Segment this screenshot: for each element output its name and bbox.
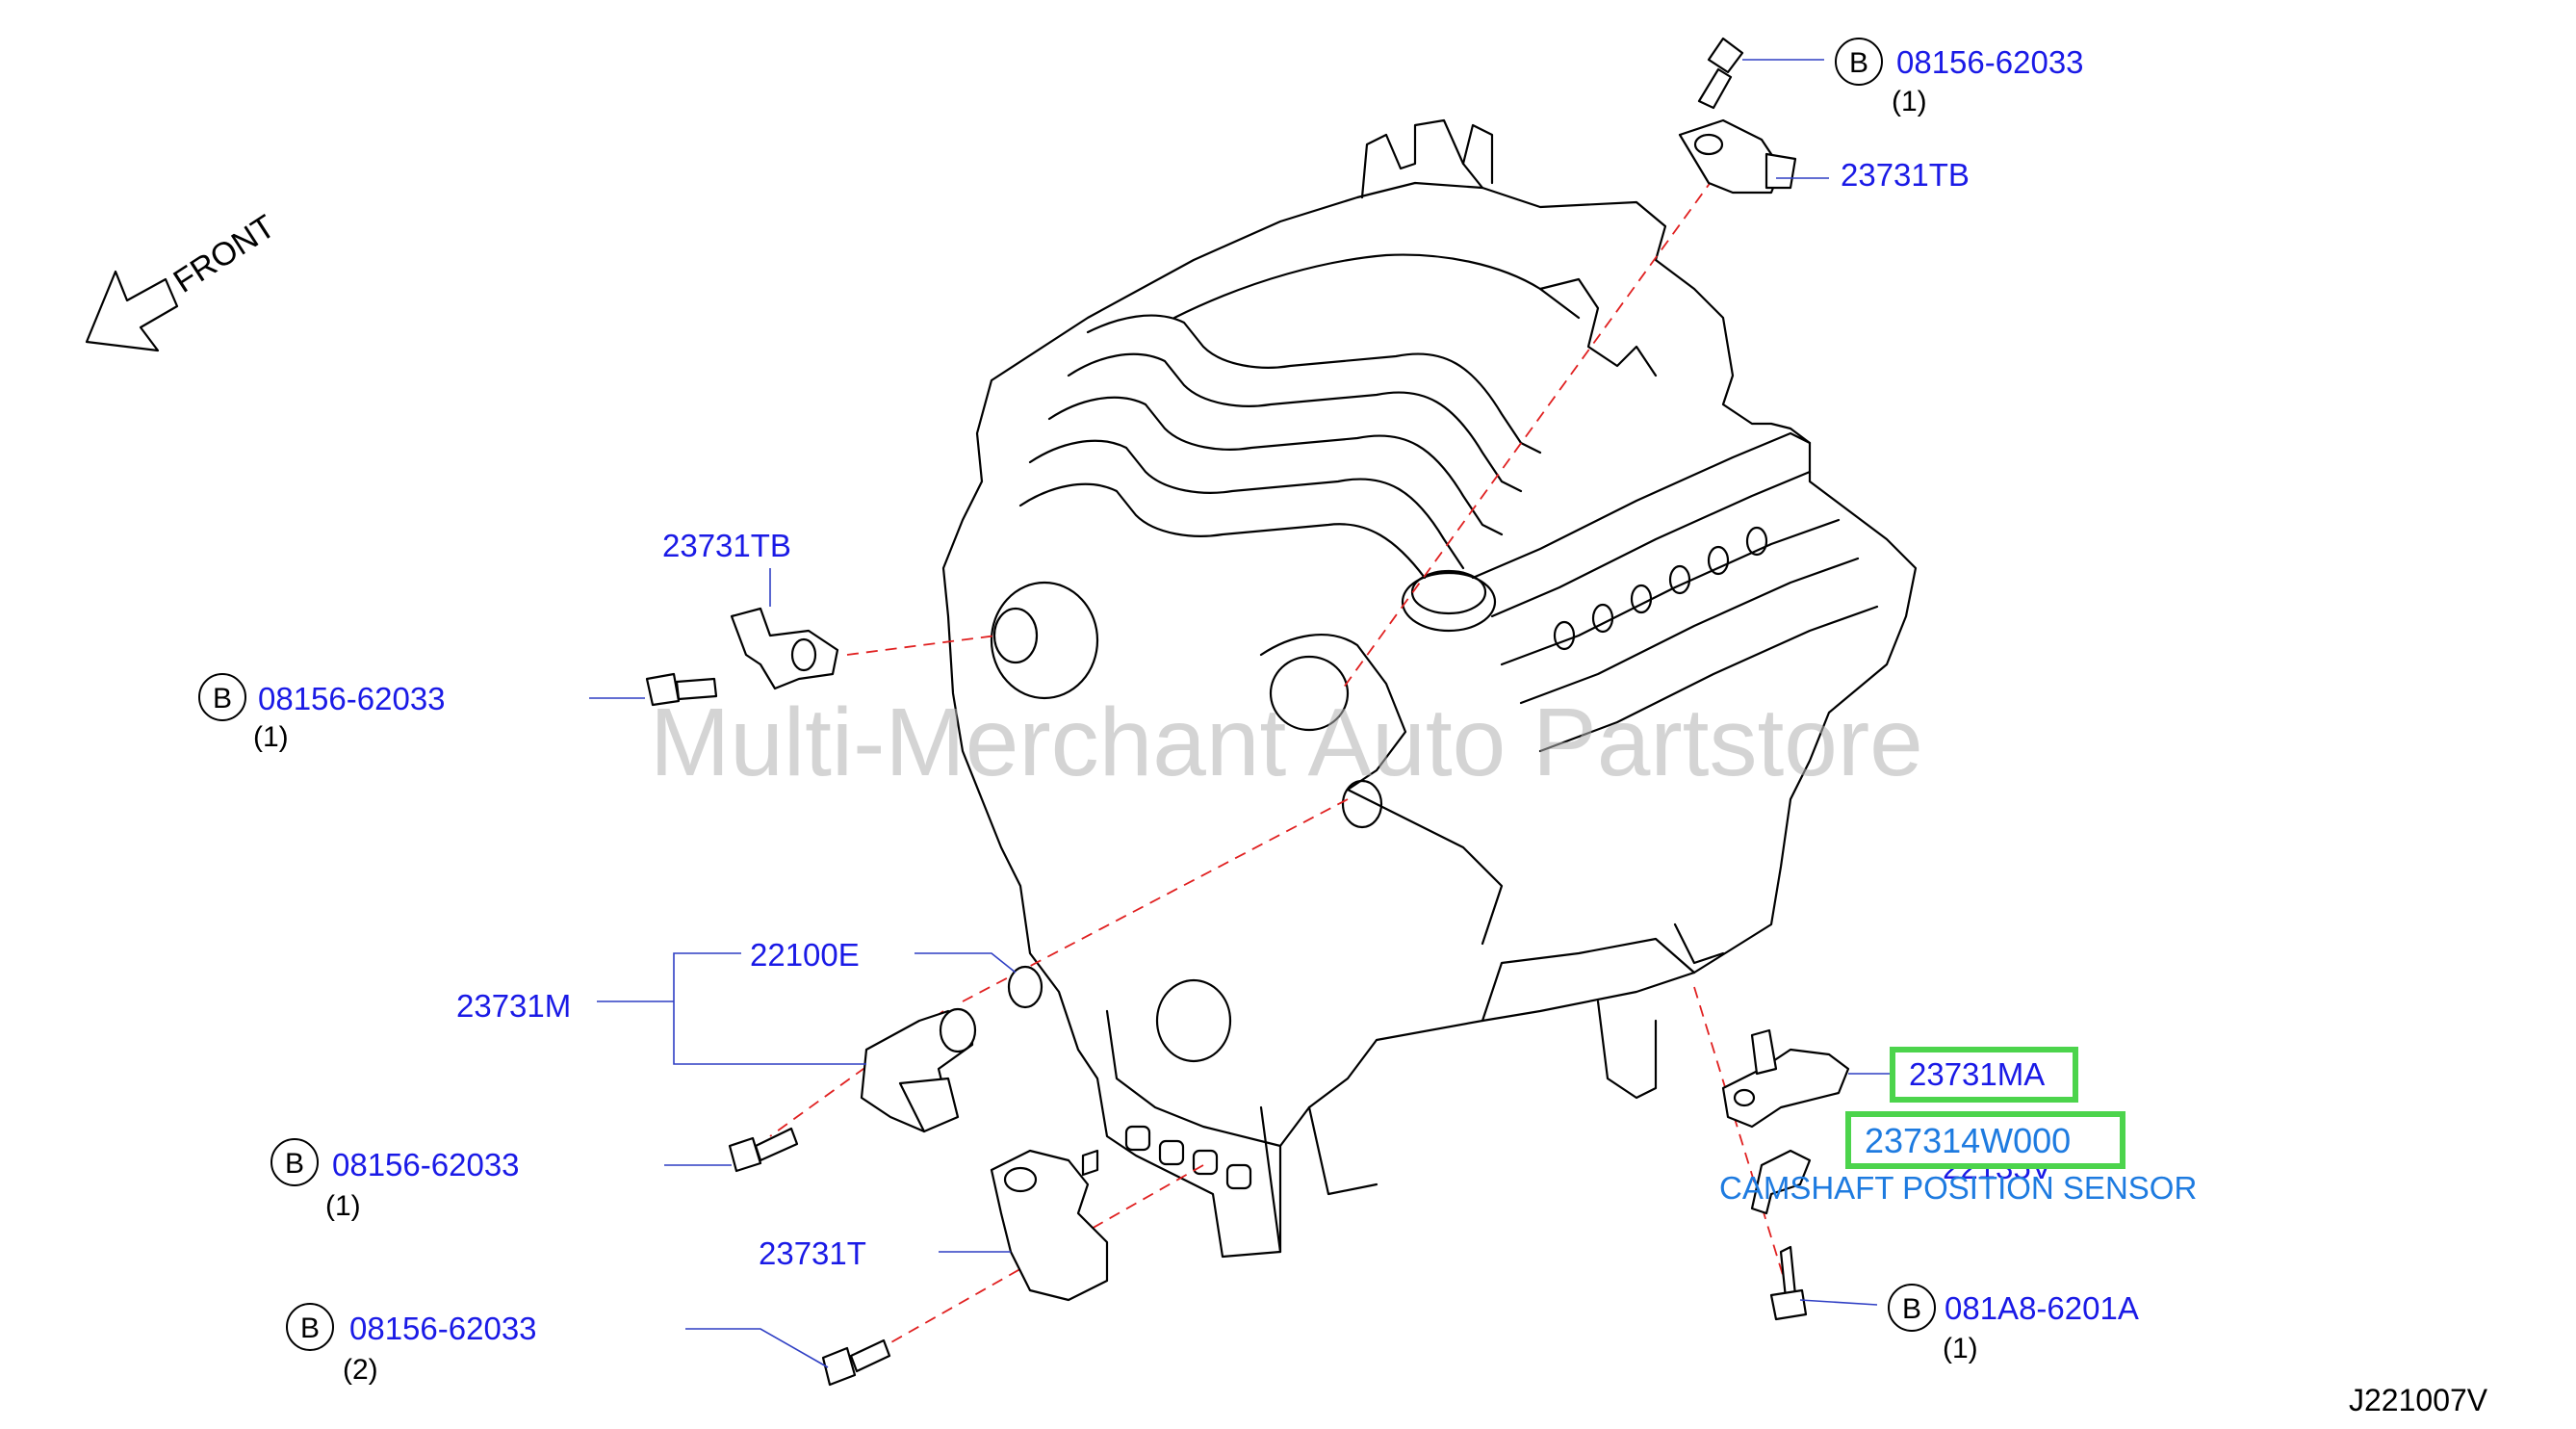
- sensor-m-icon: [860, 1007, 977, 1133]
- oring-icon: [1007, 965, 1043, 1009]
- badge-bolt-mid: B: [270, 1138, 319, 1186]
- part-number-sensor-ma[interactable]: 23731MA: [1909, 1056, 2045, 1092]
- part-number-bolt-mid[interactable]: 08156-62033: [332, 1147, 520, 1182]
- part-number-bolt-left[interactable]: 08156-62033: [258, 681, 446, 716]
- svg-text:B: B: [213, 683, 232, 714]
- sensor-left-icon: [730, 607, 839, 690]
- qty-bolt-bottom: (2): [343, 1354, 378, 1386]
- part-number-oring[interactable]: 22100E: [750, 937, 860, 973]
- badge-bolt-right: B: [1888, 1284, 1936, 1332]
- badge-bolt-left: B: [198, 673, 246, 721]
- engine-illustration: [941, 118, 1918, 1259]
- part-number-sensor-group[interactable]: 23731M: [456, 988, 571, 1024]
- bolt-mid-icon: [728, 1127, 799, 1173]
- part-number-bolt-top[interactable]: 08156-62033: [1896, 44, 2084, 80]
- qty-bolt-left: (1): [253, 721, 289, 753]
- part-number-bolt-bottom[interactable]: 08156-62033: [349, 1311, 537, 1346]
- qty-bolt-top: (1): [1892, 86, 1927, 117]
- leader-lines: [589, 59, 1892, 1368]
- svg-text:B: B: [1849, 47, 1868, 79]
- bolt-right-icon: [1769, 1245, 1808, 1321]
- svg-text:B: B: [300, 1312, 320, 1344]
- alignment-lines: [769, 177, 1791, 1368]
- part-description: CAMSHAFT POSITION SENSOR: [1719, 1170, 2197, 1206]
- sensor-ma-icon: [1721, 1028, 1850, 1129]
- bracket-icon: [1750, 1149, 1812, 1215]
- sensor-t-icon: [990, 1149, 1109, 1302]
- svg-text:B: B: [285, 1148, 304, 1180]
- part-number-sensor-t[interactable]: 23731T: [759, 1235, 866, 1271]
- svg-text:B: B: [1902, 1293, 1921, 1325]
- badge-bolt-bottom: B: [286, 1303, 334, 1351]
- callout-box-sensor-ma[interactable]: 23731MA: [1890, 1047, 2078, 1103]
- part-number-bolt-right[interactable]: 081A8-6201A: [1945, 1290, 2139, 1326]
- figure-code: J221007V: [2349, 1383, 2488, 1417]
- qty-bolt-mid: (1): [325, 1190, 361, 1222]
- part-number-sensor-left[interactable]: 23731TB: [662, 528, 791, 563]
- callout-box-highlight[interactable]: 237314W000: [1845, 1111, 2125, 1169]
- part-number-sensor-top[interactable]: 23731TB: [1841, 157, 1970, 193]
- part-number-highlight[interactable]: 237314W000: [1865, 1121, 2071, 1160]
- direction-label: FRONT: [167, 208, 282, 300]
- bolt-top-icon: [1697, 37, 1744, 110]
- bolt-left-icon: [645, 672, 718, 707]
- watermark: Multi-Merchant Auto Partstore: [650, 689, 1923, 796]
- front-arrow-icon: [85, 270, 179, 352]
- sensor-top-icon: [1678, 118, 1797, 195]
- badge-bolt-top: B: [1835, 38, 1883, 86]
- bolt-bottom-icon: [821, 1338, 891, 1387]
- qty-bolt-right: (1): [1943, 1333, 1978, 1364]
